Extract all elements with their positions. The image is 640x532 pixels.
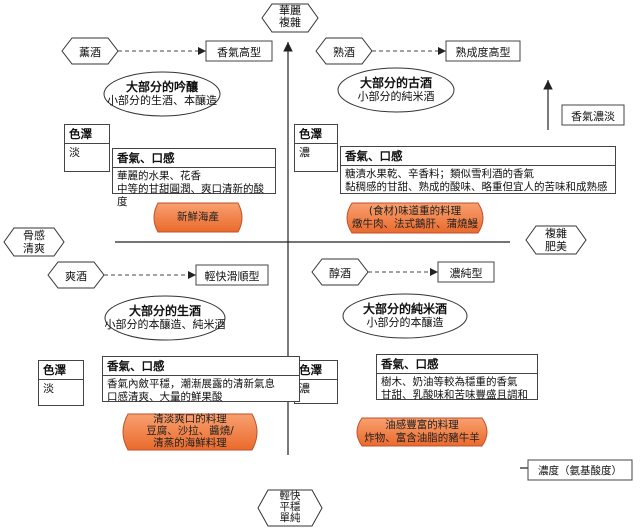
pairing-line: 油感豐富的料理	[385, 419, 459, 431]
bottom-axis-line-1: 輕快	[279, 490, 301, 502]
pairing-text-top-left: 新鮮海產	[152, 211, 244, 224]
pairing-line: 清蒸的海鮮料理	[153, 437, 227, 449]
color-label-top-right: 色澤	[295, 125, 337, 144]
flavor-line: 口感清爽、大量的鮮果酸	[107, 391, 223, 403]
color-box-bottom-left: 色澤 淡	[38, 360, 84, 406]
ellipse-text-bottom-left: 大部分的生酒 小部分的本釀造、純米酒	[104, 304, 226, 332]
target-box-bottom-left	[195, 264, 269, 286]
pairing-line: 新鮮海產	[177, 211, 219, 223]
bottom-axis-label: 輕快 平穩 單純	[258, 491, 322, 524]
flavor-line: 甘甜、乳酸味和苦味豐盛且調和	[381, 389, 528, 401]
pairing-line: 豆腐、沙拉、醬燒/	[146, 425, 234, 437]
flavor-header-top-left: 香氣、口感	[113, 149, 275, 168]
pairing-line: (食材)味道重的料理	[368, 205, 462, 217]
title-top-right: 大部分的古酒	[359, 76, 432, 90]
flavor-header-top-right: 香氣、口感	[341, 147, 615, 166]
flavor-header-bottom-right: 香氣、口感	[377, 355, 537, 374]
flavor-box-top-right: 香氣、口感 糖漬水果乾、辛香料；類似雪利酒的香氣 黏稠感的甘甜、熟成的酸味、略重…	[340, 146, 616, 194]
title-bottom-right: 大部分的純米酒	[362, 302, 447, 316]
type-label-top-right: 熟酒	[333, 46, 355, 59]
flavor-box-bottom-right: 香氣、口感 樹木、奶油等較為穩重的香氣 甘甜、乳酸味和苦味豐盛且調和	[376, 354, 538, 401]
bottom-axis-hexagon	[257, 489, 323, 527]
left-axis-hexagon	[3, 227, 65, 257]
aroma-axis-box	[561, 104, 625, 126]
color-box-top-right: 色澤 濃	[294, 124, 338, 172]
flavor-line: 黏稠感的甘甜、熟成的酸味、略重但宜人的苦味和成熟感	[345, 181, 608, 193]
subtitle-bottom-right: 小部分的本釀造	[366, 316, 444, 329]
flavor-line: 中等的甘甜圓潤、爽口清新的酸度	[117, 183, 264, 208]
color-value-bottom-left: 淡	[43, 382, 54, 395]
ellipse-text-top-left: 大部分的吟釀 小部分的生酒、本釀造	[104, 80, 220, 108]
right-axis-label: 複雜 肥美	[526, 227, 586, 253]
richness-axis-box	[527, 459, 633, 481]
target-label-top-left: 香氣高型	[217, 46, 261, 59]
pairing-pill-top-left	[153, 202, 243, 233]
color-value-bottom-right: 濃	[299, 382, 310, 395]
ellipse-text-bottom-right: 大部分的純米酒 小部分的本釀造	[343, 302, 467, 330]
color-box-top-left: 色澤 淡	[64, 124, 110, 172]
pairing-line: 燉牛肉、法式鵝肝、蒲燒鰻	[352, 218, 478, 230]
flavor-line: 香氣內斂平穩，潮漸展露的清新氣息	[107, 378, 275, 390]
flavor-body-top-right: 糖漬水果乾、辛香料；類似雪利酒的香氣 黏稠感的甘甜、熟成的酸味、略重但宜人的苦味…	[341, 166, 615, 196]
title-bottom-left: 大部分的生酒	[128, 304, 201, 318]
target-box-top-left	[205, 40, 273, 62]
color-label-bottom-left: 色澤	[39, 361, 83, 380]
aroma-axis-label: 香氣濃淡	[571, 110, 615, 123]
pairing-pill-bottom-right	[356, 417, 488, 447]
flavor-body-bottom-left: 香氣內斂平穩，潮漸展露的清新氣息 口感清爽、大量的鮮果酸	[103, 376, 299, 406]
target-label-bottom-right: 濃純型	[449, 267, 483, 280]
title-top-left: 大部分的吟釀	[125, 80, 198, 94]
target-box-bottom-right	[437, 261, 495, 283]
pairing-text-top-right: (食材)味道重的料理 燉牛肉、法式鵝肝、蒲燒鰻	[346, 205, 484, 231]
flavor-body-bottom-right: 樹木、奶油等較為穩重的香氣 甘甜、乳酸味和苦味豐盛且調和	[377, 374, 537, 404]
type-label-bottom-right: 醇酒	[329, 267, 351, 280]
target-label-top-right: 熟成度高型	[455, 46, 511, 59]
flavor-box-top-left: 香氣、口感 華麗的水果、花香 中等的甘甜圓潤、爽口清新的酸度	[112, 148, 276, 208]
ellipse-text-top-right: 大部分的古酒 小部分的純米酒	[338, 76, 454, 104]
pairing-pill-top-right	[346, 202, 484, 234]
flavor-body-top-left: 華麗的水果、花香 中等的甘甜圓潤、爽口清新的酸度	[113, 168, 275, 211]
pairing-line: 炸物、富含油脂的豬牛羊	[364, 432, 480, 444]
bottom-axis-line-3: 單純	[279, 512, 301, 524]
color-value-top-left: 淡	[69, 146, 80, 159]
pairing-pill-bottom-left	[122, 413, 258, 451]
ellipse-bottom-left	[104, 295, 226, 341]
right-axis-hexagon	[525, 225, 587, 255]
top-axis-label: 華麗 複雜	[262, 5, 318, 29]
flavor-box-bottom-left: 香氣、口感 香氣內斂平穩，潮漸展露的清新氣息 口感清爽、大量的鮮果酸	[102, 356, 300, 403]
ellipse-top-right	[337, 67, 455, 113]
subtitle-top-right: 小部分的純米酒	[357, 90, 435, 103]
flavor-header-bottom-left: 香氣、口感	[103, 357, 299, 376]
color-label-bottom-right: 色澤	[295, 361, 337, 380]
top-axis-line-2: 複雜	[279, 16, 301, 29]
color-value-top-right: 濃	[299, 146, 310, 159]
ellipse-top-left	[103, 71, 221, 117]
target-label-bottom-left: 輕快滑順型	[204, 270, 260, 283]
color-label-top-left: 色澤	[65, 125, 109, 144]
pairing-text-bottom-left: 清淡爽口的料理 豆腐、沙拉、醬燒/ 清蒸的海鮮料理	[122, 413, 258, 449]
ellipse-bottom-right	[342, 293, 468, 339]
right-axis-line-1: 複雜	[545, 227, 567, 240]
subtitle-top-left: 小部分的生酒、本釀造	[107, 94, 217, 107]
bottom-axis-line-2: 平穩	[279, 501, 301, 513]
flavor-line: 樹木、奶油等較為穩重的香氣	[381, 376, 518, 388]
target-box-top-right	[445, 40, 521, 62]
right-axis-line-2: 肥美	[545, 240, 567, 253]
type-label-top-left: 薰酒	[79, 46, 101, 59]
top-axis-line-1: 華麗	[279, 4, 301, 17]
left-axis-line-1: 骨感	[23, 229, 45, 242]
pairing-text-bottom-right: 油感豐富的料理 炸物、富含油脂的豬牛羊	[356, 419, 488, 445]
pairing-line: 清淡爽口的料理	[153, 413, 227, 425]
richness-axis-label: 濃度（氨基酸度）	[538, 465, 622, 477]
left-axis-line-2: 清爽	[23, 242, 45, 255]
top-axis-hexagon	[261, 3, 319, 33]
color-box-bottom-right: 色澤 濃	[294, 360, 338, 404]
flavor-line: 糖漬水果乾、辛香料；類似雪利酒的香氣	[345, 168, 534, 180]
flavor-line: 華麗的水果、花香	[117, 170, 201, 182]
type-label-bottom-left: 爽酒	[65, 270, 87, 283]
left-axis-label: 骨感 清爽	[4, 229, 64, 255]
subtitle-bottom-left: 小部分的本釀造、純米酒	[104, 318, 226, 331]
